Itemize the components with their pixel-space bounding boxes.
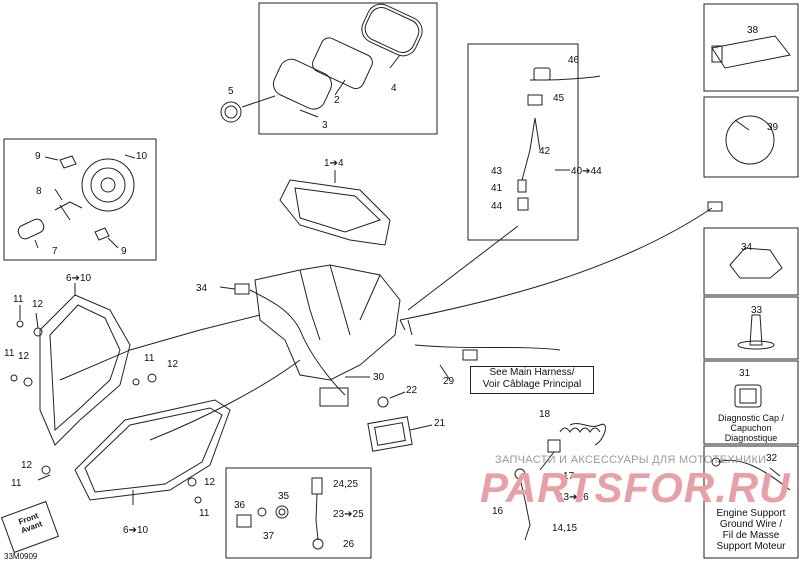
main-harness-line1: See Main Harness/ [489, 367, 575, 378]
main-harness-line2: Voir Câblage Principal [482, 379, 582, 390]
label-34-side: 34 [741, 242, 753, 253]
label-36: 36 [234, 500, 246, 511]
label-11c: 11 [144, 353, 155, 364]
label-44: 44 [491, 201, 503, 212]
label-22: 22 [406, 385, 418, 396]
label-21: 21 [434, 418, 446, 429]
engine-support-line4: Support Moteur [716, 541, 786, 552]
label-6-10-top: 6➔10 [66, 273, 92, 284]
engine-support-line1: Engine Support [716, 508, 786, 519]
label-12c: 12 [167, 359, 179, 370]
label-41: 41 [491, 183, 503, 194]
label-1-4: 1➔4 [324, 158, 344, 169]
label-40-44: 40➔44 [571, 166, 602, 177]
label-43: 43 [491, 166, 503, 177]
label-2: 2 [334, 95, 340, 106]
label-11a: 11 [13, 294, 24, 305]
label-9b: 9 [121, 246, 127, 257]
label-45: 45 [553, 93, 565, 104]
label-4: 4 [391, 83, 397, 94]
engine-support-line2: Ground Wire / [719, 519, 783, 530]
label-12e: 12 [204, 477, 216, 488]
label-18: 18 [539, 409, 551, 420]
watermark-line2: PARTSFOR.RU [480, 464, 791, 511]
label-39: 39 [767, 122, 779, 133]
label-12b: 12 [18, 351, 30, 362]
label-32: 32 [766, 453, 778, 464]
label-16: 16 [492, 506, 504, 517]
label-8: 8 [36, 186, 42, 197]
label-11d: 11 [11, 478, 22, 489]
label-33: 33 [751, 305, 763, 316]
label-5: 5 [228, 86, 234, 97]
label-17: 17 [563, 471, 575, 482]
label-23-25: 23➔25 [333, 509, 364, 520]
engine-support-line3: Fil de Masse [722, 530, 780, 541]
label-38: 38 [747, 25, 759, 36]
label-7: 7 [52, 246, 58, 257]
main-harness-callout: See Main Harness/ Voir Câblage Principal [470, 366, 594, 394]
label-10: 10 [136, 151, 148, 162]
label-6-10-bottom: 6➔10 [123, 525, 149, 536]
label-12d: 12 [21, 460, 33, 471]
watermark-line1: ЗАПЧАСТИ И АКСЕССУАРЫ ДЛЯ МОТОТЕХНИКИ [495, 454, 767, 466]
engine-support-caption: Engine Support Ground Wire / Fil de Mass… [706, 508, 796, 552]
label-42: 42 [539, 146, 551, 157]
label-9a: 9 [35, 151, 41, 162]
label-30: 30 [373, 372, 385, 383]
label-34-top: 34 [196, 283, 208, 294]
label-14-15: 14,15 [552, 523, 578, 534]
label-37: 37 [263, 531, 275, 542]
label-24-25: 24,25 [333, 479, 359, 490]
label-35: 35 [278, 491, 290, 502]
diagnostic-cap-line1: Diagnostic Cap / [717, 413, 785, 423]
label-29: 29 [443, 376, 455, 387]
label-3: 3 [322, 120, 328, 131]
label-11b: 11 [4, 348, 15, 359]
label-12a: 12 [32, 299, 44, 310]
label-11e: 11 [199, 508, 210, 519]
diagnostic-cap-caption: Diagnostic Cap / Capuchon Diagnostique [706, 413, 796, 443]
diagnostic-cap-line2: Capuchon [730, 423, 772, 433]
label-26: 26 [343, 539, 355, 550]
label-13-16: 13➔16 [558, 492, 589, 503]
label-31: 31 [739, 368, 751, 379]
diagram-code: 33M0909 [4, 552, 38, 561]
label-46: 46 [568, 55, 580, 66]
diagnostic-cap-line3: Diagnostique [724, 433, 778, 443]
